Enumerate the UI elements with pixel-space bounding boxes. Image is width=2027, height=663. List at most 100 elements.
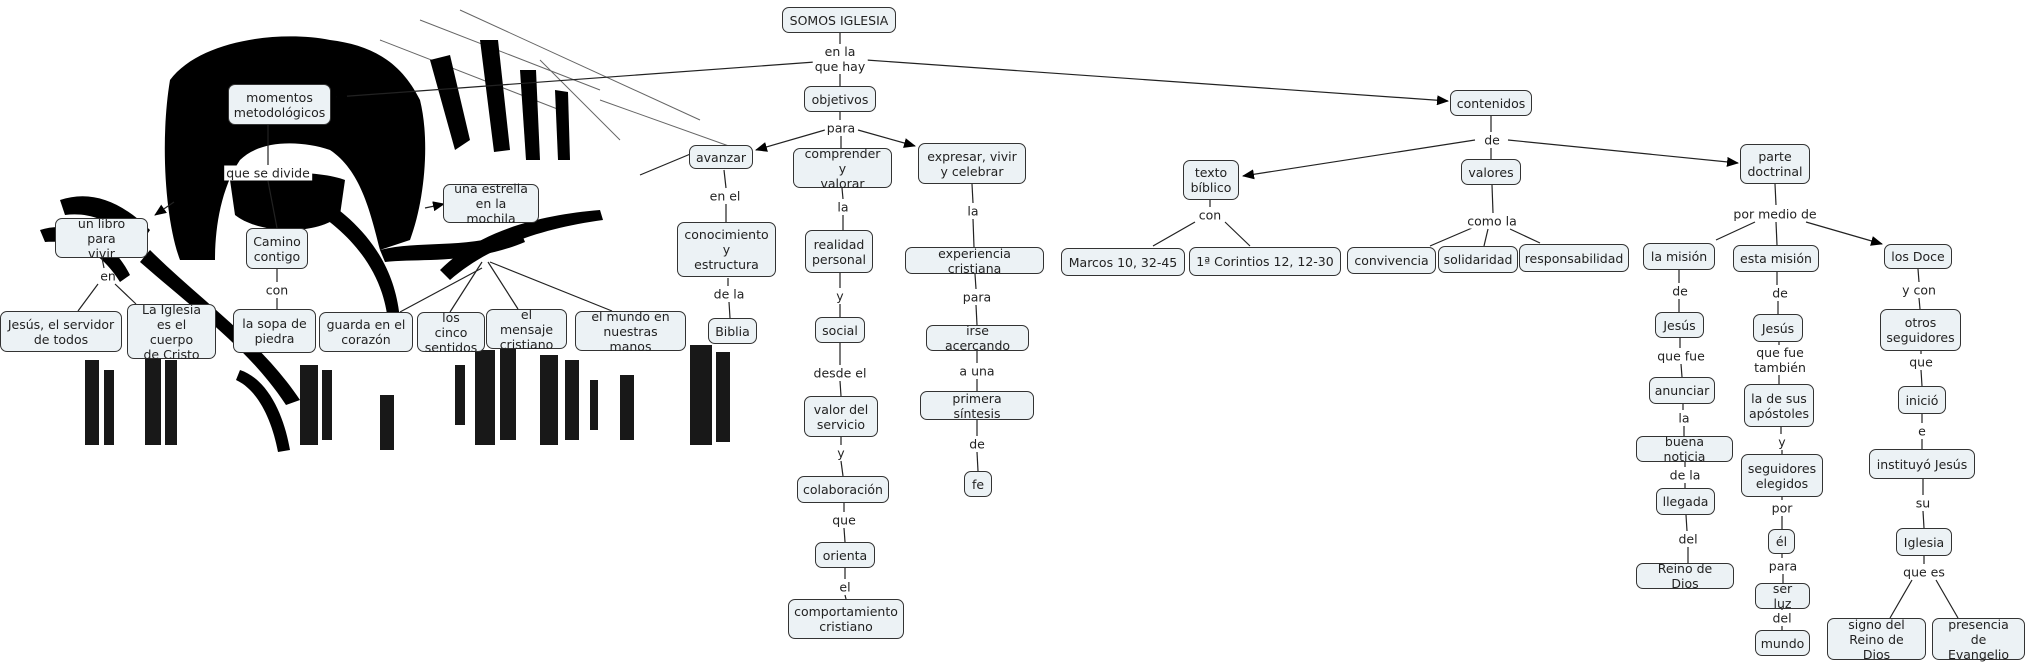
- node-avanzar[interactable]: avanzar: [689, 145, 753, 169]
- node-biblia[interactable]: Biblia: [708, 318, 757, 344]
- link-line: [840, 460, 844, 477]
- link-label-y: y: [834, 288, 846, 304]
- node-orienta[interactable]: orienta: [815, 542, 875, 568]
- link-label-del-2: del: [1770, 610, 1794, 626]
- node-presencia-de-evangelio[interactable]: presencia de Evangelio: [1932, 617, 2025, 662]
- node-contenidos[interactable]: contenidos: [1450, 90, 1532, 116]
- node-irse-acercando[interactable]: irse acercando: [926, 323, 1029, 353]
- node-colaboracion[interactable]: colaboración: [797, 476, 889, 503]
- node-llegada[interactable]: llegada: [1656, 488, 1715, 515]
- link-line: [1429, 227, 1473, 247]
- node-ser-luz[interactable]: ser luz: [1755, 581, 1810, 611]
- link-label-como-la: como la: [1465, 213, 1519, 229]
- link-line: [1152, 221, 1196, 247]
- node-jesus-1[interactable]: Jesús: [1655, 312, 1704, 338]
- link-label-que-se-divide: que se divide: [224, 165, 312, 181]
- node-experiencia-cristiana[interactable]: experiencia cristiana: [905, 246, 1044, 276]
- node-anunciar[interactable]: anunciar: [1649, 377, 1715, 404]
- link-label-por-medio-de: por medio de: [1731, 206, 1819, 222]
- node-la-de-sus-apostoles[interactable]: la de sus apóstoles: [1744, 384, 1814, 427]
- node-el-mundo-en-nuestras-manos[interactable]: el mundo en nuestras manos: [575, 309, 686, 354]
- node-signo-reino-de-dios[interactable]: signo del Reino de Dios: [1827, 617, 1926, 662]
- link-line: [1889, 579, 1913, 619]
- node-primera-sintesis[interactable]: primera síntesis: [920, 391, 1034, 421]
- link-label-que: que: [830, 512, 858, 528]
- link-arrow: [857, 129, 916, 148]
- node-valor-del-servicio[interactable]: valor del servicio: [804, 396, 878, 437]
- link-line: [839, 380, 842, 397]
- node-expresar-vivir-celebrar[interactable]: expresar, vivir y celebrar: [918, 143, 1026, 184]
- node-guarda-en-el-corazon[interactable]: guarda en el corazón: [319, 312, 413, 352]
- node-comprender-valorar[interactable]: comprender y valorar: [793, 146, 892, 191]
- node-somos-iglesia[interactable]: SOMOS IGLESIA: [782, 7, 896, 33]
- node-social[interactable]: social: [815, 317, 865, 343]
- link-arrow: [424, 201, 445, 212]
- link-line: [1918, 297, 1921, 310]
- link-line: [101, 257, 105, 269]
- node-una-estrella-en-la-mochila[interactable]: una estrella en la mochila: [443, 181, 539, 226]
- link-label-el: el: [837, 579, 853, 595]
- node-corintios[interactable]: 1ª Corintios 12, 12-30: [1189, 247, 1341, 276]
- link-line: [489, 261, 613, 312]
- node-el[interactable]: él: [1768, 529, 1795, 554]
- link-line: [1483, 228, 1489, 247]
- link-label-para: para: [824, 120, 858, 136]
- link-line: [1224, 221, 1251, 247]
- link-line: [77, 283, 99, 312]
- link-arrow: [1805, 221, 1883, 246]
- link-line: [975, 304, 978, 326]
- link-label-y-2: y: [835, 445, 847, 461]
- node-los-cinco-sentidos[interactable]: los cinco sentidos: [417, 310, 485, 355]
- node-otros-seguidores[interactable]: otros seguidores: [1880, 309, 1961, 351]
- link-label-por: por: [1769, 500, 1795, 516]
- link-label-de-la: de la: [711, 286, 747, 302]
- link-line: [1775, 221, 1778, 246]
- link-line: [1509, 228, 1541, 244]
- node-buena-noticia[interactable]: buena noticia: [1636, 434, 1733, 464]
- node-camino-contigo[interactable]: Camino contigo: [246, 228, 308, 269]
- node-jesus-2[interactable]: Jesús: [1753, 314, 1803, 342]
- node-objetivos[interactable]: objetivos: [804, 86, 876, 112]
- link-line: [971, 183, 974, 204]
- link-label-de-esta-mision: de: [1770, 285, 1790, 301]
- node-fe[interactable]: fe: [964, 471, 992, 497]
- link-arrow: [1242, 139, 1476, 180]
- node-un-libro-para-vivir[interactable]: un libro para vivir: [55, 216, 148, 261]
- link-arrow: [335, 61, 816, 102]
- link-label-desde-el: desde el: [811, 365, 869, 381]
- node-seguidores-elegidos[interactable]: seguidores elegidos: [1741, 454, 1823, 497]
- node-mundo[interactable]: mundo: [1755, 630, 1810, 656]
- node-valores[interactable]: valores: [1461, 159, 1521, 185]
- node-parte-doctrinal[interactable]: parte doctrinal: [1740, 144, 1810, 184]
- link-arrow: [154, 201, 175, 216]
- node-momentos-metodologicos[interactable]: momentos metodológicos: [228, 84, 331, 125]
- link-line: [728, 301, 731, 319]
- node-realidad-personal[interactable]: realidad personal: [805, 230, 873, 273]
- node-conocimiento-estructura[interactable]: conocimiento y estructura: [677, 222, 776, 277]
- node-responsabilidad[interactable]: responsabilidad: [1519, 244, 1629, 272]
- node-solidaridad[interactable]: solidaridad: [1438, 246, 1518, 273]
- link-line: [723, 169, 727, 189]
- node-marcos[interactable]: Marcos 10, 32-45: [1061, 248, 1185, 276]
- node-los-doce[interactable]: los Doce: [1884, 244, 1952, 269]
- link-line: [1491, 184, 1494, 214]
- link-line: [487, 261, 519, 310]
- node-la-sopa-de-piedra[interactable]: la sopa de piedra: [233, 309, 316, 353]
- link-label-y-con: y con: [1900, 282, 1938, 298]
- node-convivencia[interactable]: convivencia: [1347, 247, 1436, 274]
- node-texto-biblico[interactable]: texto bíblico: [1183, 160, 1239, 200]
- link-label-su: su: [1913, 495, 1933, 511]
- node-la-iglesia-cuerpo-de-cristo[interactable]: La Iglesia es el cuerpo de Cristo: [127, 302, 216, 362]
- node-la-mision[interactable]: la misión: [1643, 243, 1715, 270]
- node-iglesia[interactable]: Iglesia: [1896, 528, 1952, 556]
- node-inicio[interactable]: inició: [1898, 386, 1946, 414]
- node-jesus-el-servidor[interactable]: Jesús, el servidor de todos: [0, 311, 122, 352]
- node-instituyo-jesus[interactable]: instituyó Jesús: [1869, 449, 1975, 479]
- link-label-en: en: [100, 268, 116, 284]
- link-label-a-una: a una: [957, 363, 997, 379]
- node-reino-de-dios-1[interactable]: Reino de Dios: [1636, 561, 1734, 591]
- node-esta-mision[interactable]: esta misión: [1733, 245, 1819, 272]
- node-comportamiento-cristiano[interactable]: comportamiento cristiano: [788, 599, 904, 639]
- node-el-mensaje-cristiano[interactable]: el mensaje cristiano: [486, 307, 567, 352]
